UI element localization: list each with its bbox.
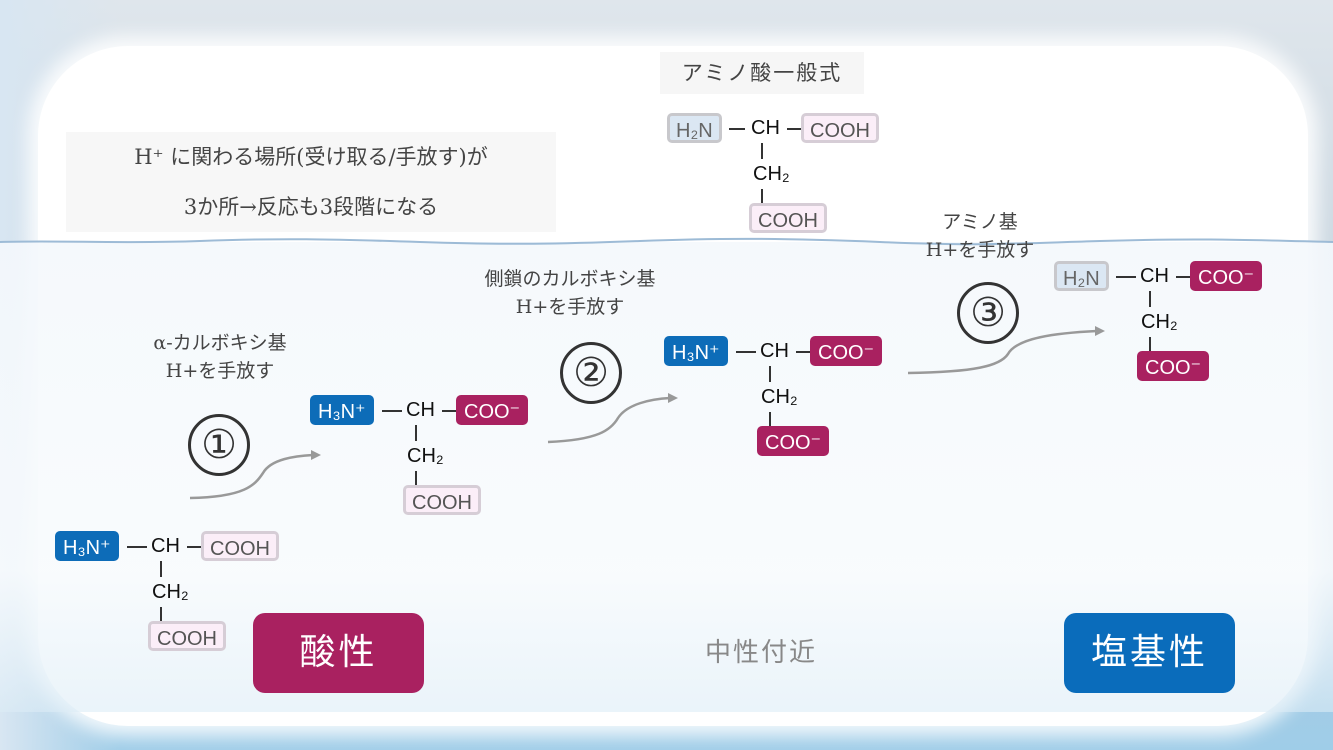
alpha-carbon: CH xyxy=(151,535,180,557)
step-2-label-line-1: 側鎖のカルボキシ基 xyxy=(484,268,656,290)
side-chain-ch2: CH₂ xyxy=(753,163,790,185)
bond xyxy=(761,189,763,203)
step-1-label: α-カルボキシ基 H+を手放す xyxy=(120,329,320,385)
general-formula-molecule: H₂N CH COOH CH₂ COOH xyxy=(667,113,897,243)
bond xyxy=(442,410,456,412)
amine-group: H₃N⁺ xyxy=(664,336,728,366)
side-chain-ch2: CH₂ xyxy=(407,445,444,467)
alpha-carboxylate-group: COO⁻ xyxy=(1190,261,1263,291)
step-1-arrow-icon xyxy=(189,450,321,500)
step-3-label: アミノ基 H+を手放す xyxy=(890,208,1070,264)
amine-group: H₃N⁺ xyxy=(310,395,374,425)
bond xyxy=(1116,276,1136,278)
molecule-after-step-1: H₃N⁺ CH COO⁻ CH₂ COOH xyxy=(310,395,550,525)
molecule-after-step-2: H₃N⁺ CH COO⁻ CH₂ COO⁻ xyxy=(664,336,904,466)
note-line-1: H⁺ に関わる場所(受け取る/手放す)が xyxy=(134,145,488,169)
side-chain-ch2: CH₂ xyxy=(761,386,798,408)
acidic-badge: 酸性 xyxy=(253,613,424,693)
water-surface-line xyxy=(0,237,1333,246)
side-carboxylate-group: COO⁻ xyxy=(757,426,830,456)
step-3-label-line-1: アミノ基 xyxy=(942,211,1018,233)
bond xyxy=(787,128,801,130)
bond xyxy=(382,410,402,412)
bond xyxy=(160,607,162,621)
alpha-carboxylate-group: COO⁻ xyxy=(810,336,883,366)
amine-group: H₂N xyxy=(667,113,722,143)
step-1-label-line-1: α-カルボキシ基 xyxy=(153,332,287,354)
side-carboxylate-group: COO⁻ xyxy=(1137,351,1210,381)
side-carboxyl-group: COOH xyxy=(749,203,827,233)
basic-badge: 塩基性 xyxy=(1064,613,1235,693)
step-3-arrow-icon xyxy=(907,326,1105,375)
step-2-arrow-icon xyxy=(547,393,678,444)
bond xyxy=(729,128,745,130)
bond xyxy=(1176,276,1190,278)
step-1-label-line-2: H+を手放す xyxy=(165,360,275,382)
bond xyxy=(736,351,756,353)
neutral-label: 中性付近 xyxy=(705,638,818,668)
bond xyxy=(769,412,771,426)
alpha-carboxylate-group: COO⁻ xyxy=(456,395,529,425)
general-formula-title: アミノ酸一般式 xyxy=(660,52,864,94)
bond xyxy=(187,546,201,548)
side-chain-ch2: CH₂ xyxy=(1141,311,1178,333)
alpha-carboxyl-group: COOH xyxy=(801,113,879,143)
molecule-start: H₃N⁺ CH COOH CH₂ COOH xyxy=(55,531,295,661)
side-carboxyl-group: COOH xyxy=(148,621,226,651)
bond xyxy=(769,366,771,382)
bond xyxy=(761,143,763,159)
step-2-number-icon: ② xyxy=(560,342,622,404)
side-carboxyl-group: COOH xyxy=(403,485,481,515)
bond xyxy=(160,561,162,577)
explanation-note: H⁺ に関わる場所(受け取る/手放す)が 3か所→反応も3段階になる xyxy=(66,132,556,232)
step-1-number-icon: ① xyxy=(188,414,250,476)
bond xyxy=(796,351,810,353)
bond xyxy=(1149,337,1151,351)
amine-group: H₂N xyxy=(1054,261,1109,291)
bond xyxy=(1149,291,1151,307)
alpha-carboxyl-group: COOH xyxy=(201,531,279,561)
note-line-2: 3か所→反応も3段階になる xyxy=(183,195,439,219)
step-3-label-line-2: H+を手放す xyxy=(925,239,1035,261)
alpha-carbon: CH xyxy=(751,117,780,139)
step-3-number-icon: ③ xyxy=(957,282,1019,344)
alpha-carbon: CH xyxy=(760,340,789,362)
bond xyxy=(415,425,417,441)
amine-group: H₃N⁺ xyxy=(55,531,119,561)
side-chain-ch2: CH₂ xyxy=(152,581,189,603)
alpha-carbon: CH xyxy=(406,399,435,421)
step-2-label: 側鎖のカルボキシ基 H+を手放す xyxy=(450,265,690,321)
bond xyxy=(127,546,147,548)
bond xyxy=(415,471,417,485)
molecule-after-step-3: H₂N CH COO⁻ CH₂ COO⁻ xyxy=(1054,261,1294,391)
step-2-label-line-2: H+を手放す xyxy=(515,296,625,318)
alpha-carbon: CH xyxy=(1140,265,1169,287)
